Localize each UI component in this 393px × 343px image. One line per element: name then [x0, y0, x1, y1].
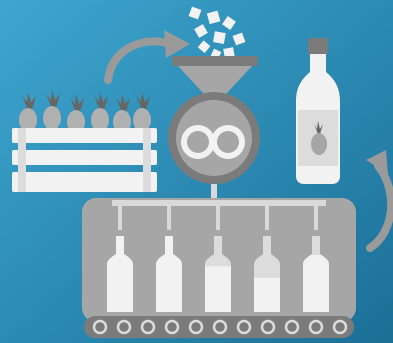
filler-nozzle [314, 206, 318, 230]
filler-nozzle [265, 206, 269, 230]
conveyor-belt-icon [84, 316, 354, 338]
bottling-machine-icon [82, 198, 356, 322]
filler-nozzle [167, 206, 171, 230]
filler-nozzle [216, 206, 220, 230]
filler-nozzle [118, 206, 122, 230]
